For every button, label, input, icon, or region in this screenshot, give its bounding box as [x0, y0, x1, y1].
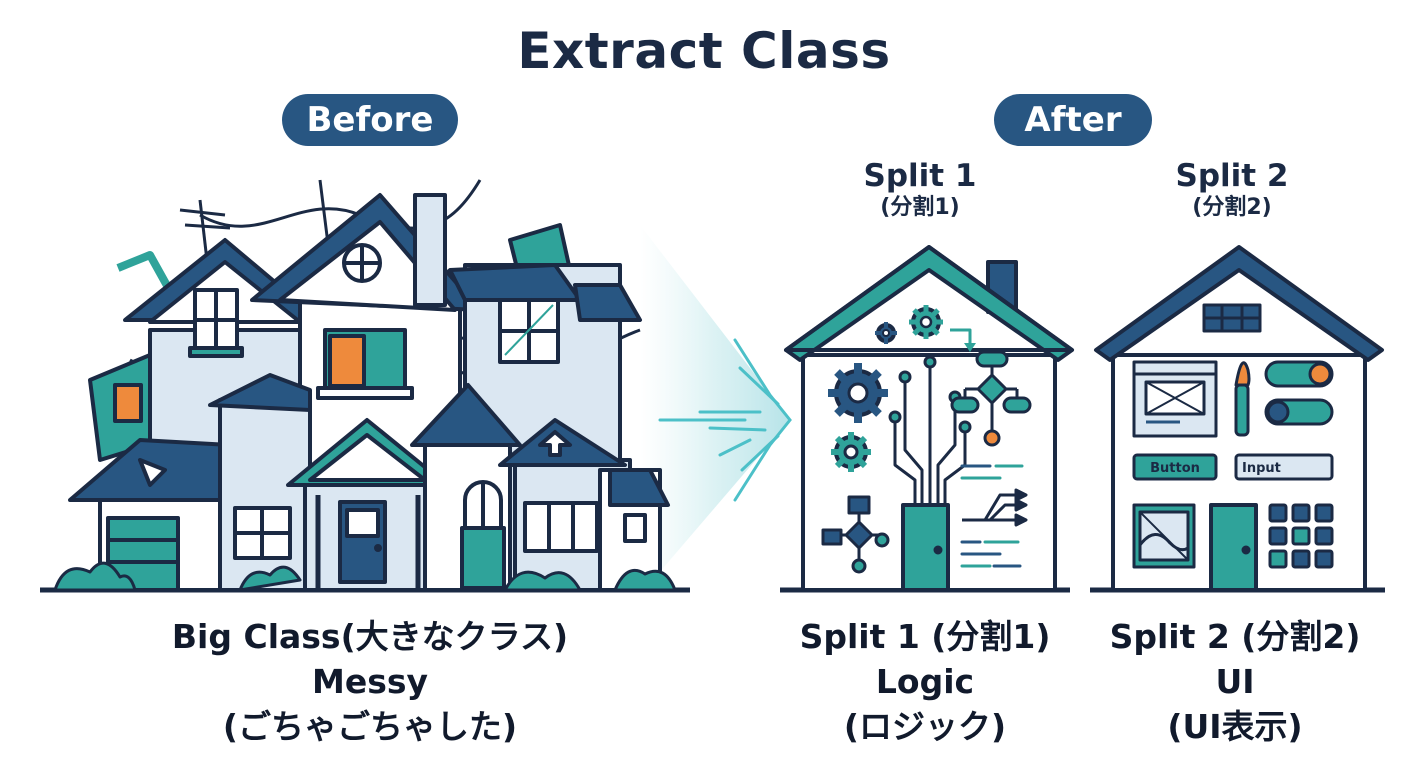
input-mock: Input — [1234, 453, 1334, 481]
grid-icon — [1268, 503, 1334, 569]
split1-heading-sub: (分割1) — [880, 195, 960, 220]
transition-arrow-icon — [640, 225, 792, 595]
split2-heading: Split 2 (分割2) — [1122, 158, 1342, 222]
brush-icon — [1234, 361, 1251, 437]
flowchart-icon — [950, 350, 1032, 447]
before-caption-line1: Big Class(大きなクラス) — [171, 617, 569, 656]
split2-heading-sub: (分割2) — [1192, 195, 1272, 220]
split1-heading-title: Split 1 — [863, 158, 977, 194]
image-icon — [1132, 503, 1196, 569]
toggle-icon — [1264, 360, 1334, 426]
before-label: Before — [282, 94, 458, 146]
split2-caption: Split 2 (分割2) UI (UI表示) — [1090, 614, 1380, 749]
input-mock-label: Input — [1242, 461, 1281, 476]
messy-houses-illustration — [40, 179, 690, 593]
gear-icon — [875, 322, 897, 344]
button-mock: Button — [1132, 453, 1218, 481]
split2-caption-line2: UI — [1215, 662, 1255, 701]
split1-caption: Split 1 (分割1) Logic (ロジック) — [780, 614, 1070, 749]
split1-caption-line2: Logic — [875, 662, 975, 701]
door-icon — [1209, 503, 1258, 592]
button-mock-label: Button — [1150, 461, 1200, 476]
flowchart-icon — [821, 495, 890, 574]
gear-icon — [831, 432, 871, 472]
after-label: After — [994, 94, 1152, 146]
split2-heading-title: Split 2 — [1175, 158, 1289, 194]
split1-caption-line1: Split 1 (分割1) — [799, 617, 1051, 656]
split1-logic-house — [780, 245, 1074, 593]
split1-caption-line3: (ロジック) — [843, 707, 1007, 746]
grid-icon — [1202, 303, 1262, 333]
circuit-icon — [888, 355, 972, 505]
page-title: Extract Class — [517, 22, 891, 80]
split2-caption-line3: (UI表示) — [1167, 707, 1303, 746]
split2-caption-line1: Split 2 (分割2) — [1109, 617, 1361, 656]
gear-icon — [828, 363, 888, 423]
split2-ui-house: Button Input — [1090, 245, 1385, 593]
before-caption: Big Class(大きなクラス) Messy (ごちゃごちゃした) — [90, 614, 650, 749]
before-caption-line2: Messy — [311, 662, 428, 701]
split1-heading: Split 1 (分割1) — [810, 158, 1030, 222]
door-icon — [901, 503, 950, 592]
arrow-icon — [962, 488, 1028, 527]
before-caption-line3: (ごちゃごちゃした) — [222, 707, 518, 746]
window-icon — [1132, 360, 1218, 438]
gear-icon — [909, 305, 943, 339]
